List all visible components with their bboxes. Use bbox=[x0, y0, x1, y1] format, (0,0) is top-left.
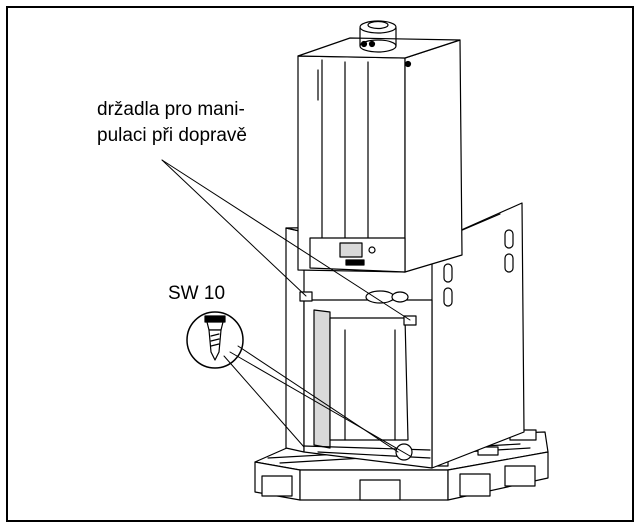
wrench-size-label: SW 10 bbox=[168, 283, 226, 304]
handles-callout-line-1: držadla pro mani- bbox=[97, 99, 245, 120]
leader-lines bbox=[161, 159, 411, 457]
boiler-unit bbox=[297, 20, 463, 273]
handles-callout-line-2: pulaci při dopravě bbox=[97, 125, 247, 146]
base-cabinet bbox=[285, 202, 525, 469]
transport-handles bbox=[299, 290, 417, 461]
figure-frame bbox=[6, 6, 634, 522]
screw-sw10-icon bbox=[186, 311, 244, 369]
